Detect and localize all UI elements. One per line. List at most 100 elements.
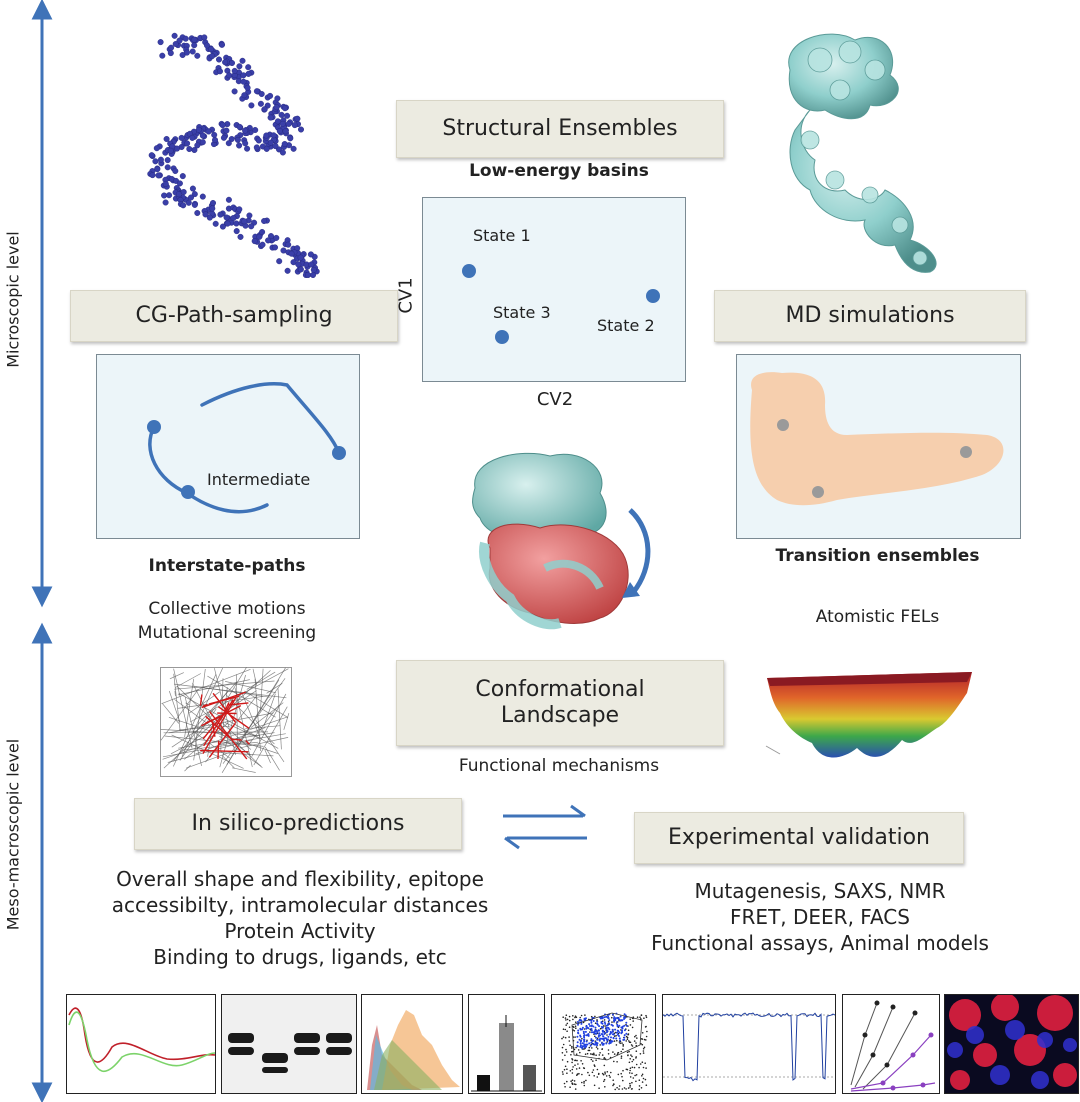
fel-point-1 [777, 419, 789, 431]
cg-bead [209, 53, 216, 60]
facs-gated-event [610, 1040, 613, 1043]
facs-gated-event [620, 1019, 623, 1022]
facs-gated-event [594, 1043, 596, 1046]
network-edge [160, 688, 199, 741]
facs-event [601, 1054, 604, 1056]
facs-gated-event [601, 1026, 604, 1029]
facs-gated-event [583, 1040, 586, 1043]
facs-event [569, 1070, 572, 1072]
facs-event [635, 1056, 637, 1058]
cg-bead [225, 140, 232, 147]
cg-bead [236, 142, 243, 149]
facs-gated-event [605, 1042, 608, 1045]
facs-gated-event [588, 1023, 591, 1026]
facs-gated-event [607, 1038, 609, 1041]
network-edge [254, 678, 261, 752]
cg-bead [199, 139, 206, 146]
cg-bead [279, 120, 286, 127]
facs-event [581, 1081, 583, 1084]
facs-event [576, 1074, 578, 1076]
facs-event [572, 1066, 574, 1068]
cg-bead [176, 180, 183, 187]
cg-bead [191, 146, 198, 153]
cg-bead [172, 167, 179, 174]
cg-bead [152, 158, 159, 165]
facs-event [575, 1016, 578, 1019]
cg-bead [267, 233, 274, 240]
cg-bead [231, 88, 238, 95]
facs-event [613, 1060, 615, 1063]
facs-event [580, 1060, 582, 1062]
network-edge [236, 674, 238, 744]
cg-bead [174, 145, 181, 152]
facs-event [602, 1025, 605, 1027]
interstate-paths-caption: Interstate-paths [148, 556, 306, 576]
cg-bead [182, 35, 189, 42]
facs-event [588, 1074, 591, 1077]
cg-bead [148, 152, 155, 159]
facs-gated-event [619, 1039, 621, 1042]
cg-bead [244, 145, 251, 152]
network-edge [241, 692, 261, 739]
collective-motions-caption: Collective motions [148, 599, 306, 619]
cg-bead [215, 56, 222, 63]
cg-bead [211, 131, 218, 138]
microscopic-level-label: Microscopic level [3, 231, 23, 368]
network-edge-highlight [212, 692, 237, 724]
facs-event [627, 1054, 629, 1057]
facs-gated-event [600, 1021, 603, 1024]
cg-bead [218, 41, 225, 48]
network-edge-highlight [201, 691, 246, 709]
cg-bead [222, 59, 229, 66]
experiments-list: Mutagenesis, SAXS, NMR FRET, DEER, FACS … [610, 878, 1030, 956]
facs-event [627, 1087, 630, 1089]
cg-bead [273, 104, 280, 111]
network-edge [222, 667, 247, 708]
facs-gated-event [618, 1037, 621, 1040]
facs-event [566, 1080, 568, 1083]
facs-event [627, 1029, 630, 1032]
facs-event [561, 1071, 564, 1073]
facs-event [640, 1043, 642, 1045]
facs-gated-event [579, 1035, 582, 1038]
free-energy-panel [736, 354, 1021, 539]
network-edge [244, 690, 289, 718]
facs-event [620, 1057, 623, 1059]
cg-bead [236, 123, 243, 130]
facs-gated-event [576, 1021, 579, 1023]
facs-gated-event [625, 1032, 628, 1035]
facs-event [571, 1082, 573, 1084]
in-silico-predictions-box: In silico-predictions [134, 798, 462, 850]
facs-event [629, 1067, 632, 1069]
facs-gated-event [588, 1042, 591, 1045]
facs-event [581, 1037, 583, 1040]
cg-bead [297, 254, 304, 261]
network-edge [193, 668, 206, 761]
facs-gated-event [616, 1025, 619, 1028]
cg-bead [208, 46, 215, 53]
state-1-label: State 1 [473, 226, 531, 245]
cg-bead [297, 266, 304, 273]
network-edge [234, 687, 253, 768]
facs-event [628, 1072, 631, 1074]
facs-gated-event [577, 1032, 580, 1035]
facs-event [626, 1051, 629, 1054]
facs-event [625, 1040, 627, 1042]
facs-gated-event [579, 1042, 582, 1045]
cg-bead [216, 68, 223, 75]
cg-bead [294, 115, 301, 122]
facs-event [613, 1053, 616, 1055]
state-3-dot [495, 330, 509, 344]
facs-event [618, 1085, 621, 1087]
facs-gated-event [598, 1038, 601, 1041]
cg-bead [291, 122, 298, 129]
network-edge-highlight [217, 706, 250, 729]
atomistic-fels-caption: Atomistic FELs [815, 607, 940, 627]
facs-event [621, 1075, 623, 1078]
facs-event [575, 1027, 577, 1029]
axis-arrows [31, 0, 53, 1102]
network-edge [221, 722, 252, 750]
facs-gated-event [616, 1016, 619, 1019]
facs-event [583, 1028, 586, 1030]
mutational-screening-caption: Mutational screening [137, 623, 317, 643]
